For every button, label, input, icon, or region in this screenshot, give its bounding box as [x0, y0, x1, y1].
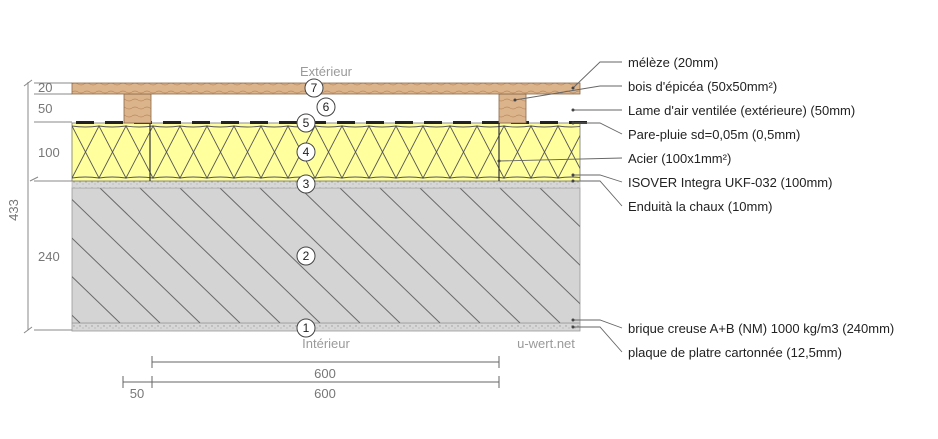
total-thickness: 433 — [6, 199, 21, 221]
legend: mélèze (20mm) bois d'épicéa (50x50mm²) L… — [628, 55, 894, 360]
batten-left — [123, 93, 152, 124]
layer-plaster-board — [71, 322, 581, 332]
svg-text:7: 7 — [311, 81, 318, 95]
marker-4: 4 — [296, 142, 316, 162]
leader-lines — [498, 61, 623, 353]
watermark: u-wert.net — [517, 336, 575, 351]
thickness-240: 240 — [38, 249, 60, 264]
left-dimensions — [23, 79, 72, 334]
insulation-pattern — [72, 125, 580, 179]
svg-text:1: 1 — [303, 321, 310, 335]
thickness-100: 100 — [38, 145, 60, 160]
leader-dots — [497, 86, 575, 329]
marker-2: 2 — [296, 246, 316, 266]
svg-text:4: 4 — [303, 145, 310, 159]
thickness-20: 20 — [38, 80, 52, 95]
brick-hatch-lines — [72, 188, 580, 323]
legend-item: Pare-pluie sd=0,05m (0,5mm) — [628, 127, 800, 142]
interior-label: Intérieur — [302, 336, 350, 351]
legend-item: mélèze (20mm) — [628, 55, 718, 70]
legend-item: bois d'épicéa (50x50mm²) — [628, 79, 777, 94]
marker-5: 5 — [296, 113, 316, 133]
layer-markers: 7 6 5 4 3 2 1 — [296, 78, 336, 338]
layer-larch-cladding — [71, 82, 581, 95]
bottom-dimension-lines — [122, 356, 500, 388]
legend-item: ISOVER Integra UKF-032 (100mm) — [628, 175, 832, 190]
marker-6: 6 — [316, 97, 336, 117]
dimension-600-top: 600 — [314, 366, 336, 381]
thickness-50: 50 — [38, 101, 52, 116]
svg-text:2: 2 — [303, 249, 310, 263]
dimension-600-bottom: 600 — [314, 386, 336, 401]
layer-insulation — [71, 122, 581, 182]
marker-3: 3 — [296, 174, 316, 194]
legend-item: Enduità la chaux (10mm) — [628, 199, 773, 214]
legend-item: Lame d'air ventilée (extérieure) (50mm) — [628, 103, 855, 118]
svg-text:5: 5 — [303, 116, 310, 130]
legend-item: brique creuse A+B (NM) 1000 kg/m3 (240mm… — [628, 321, 894, 336]
legend-item: Acier (100x1mm²) — [628, 151, 731, 166]
legend-item: plaque de platre cartonnée (12,5mm) — [628, 345, 842, 360]
batten-right — [498, 93, 527, 124]
svg-text:3: 3 — [303, 177, 310, 191]
layer-hollow-brick — [71, 187, 581, 324]
dimension-50: 50 — [130, 386, 144, 401]
layer-lime-render — [71, 180, 581, 189]
marker-7: 7 — [304, 78, 324, 98]
svg-text:6: 6 — [323, 100, 330, 114]
exterior-label: Extérieur — [300, 64, 353, 79]
marker-1: 1 — [296, 318, 316, 338]
